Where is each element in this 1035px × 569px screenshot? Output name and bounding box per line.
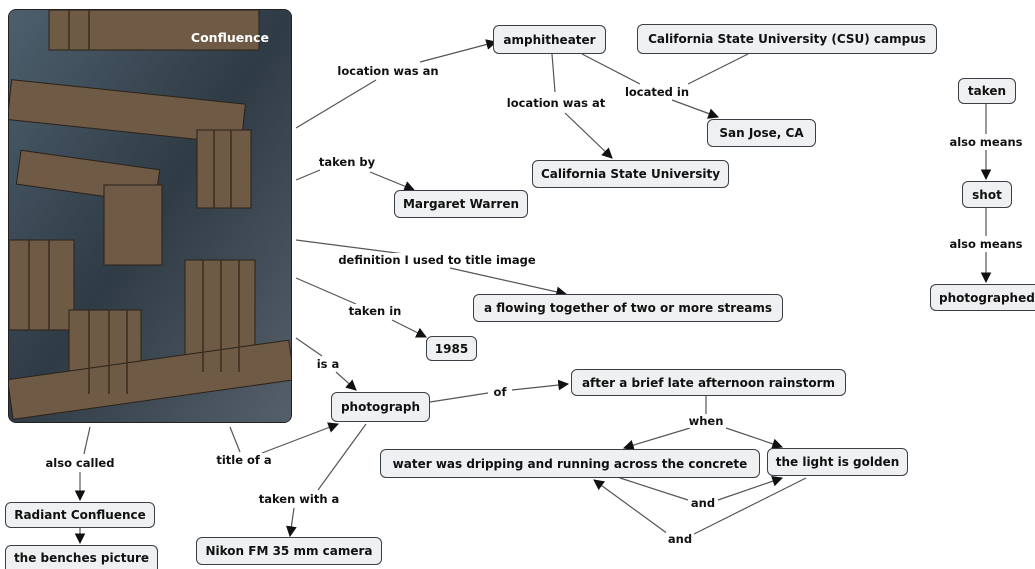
connector-to-photograph bbox=[335, 371, 357, 391]
node-shot[interactable]: shot bbox=[962, 181, 1012, 208]
label-also-means-1: also means bbox=[947, 135, 1025, 149]
confluence-photo: Confluence bbox=[8, 9, 292, 423]
label-also-means-2: also means bbox=[947, 237, 1025, 251]
photo-image bbox=[9, 10, 291, 422]
connector-photo-isa bbox=[295, 337, 323, 357]
connector-to-margaret bbox=[369, 171, 415, 192]
connector-titleofa-photograph bbox=[261, 422, 340, 454]
connector-to-rainstorm bbox=[511, 379, 570, 391]
label-definition: definition I used to title image bbox=[336, 253, 538, 267]
connector-to-flowing bbox=[449, 267, 568, 298]
connector-to-water bbox=[622, 427, 691, 451]
connector-amphi-locatedin bbox=[581, 53, 641, 85]
connector-to-nikon bbox=[286, 507, 297, 538]
node-radiant-confluence[interactable]: Radiant Confluence bbox=[5, 502, 155, 528]
connector-photo-alsocalled bbox=[83, 426, 91, 455]
connector-photograph-takenwith bbox=[317, 423, 367, 491]
label-taken-with-a: taken with a bbox=[256, 492, 342, 506]
label-location-was-an: location was an bbox=[335, 64, 441, 78]
node-benches-picture[interactable]: the benches picture bbox=[5, 545, 158, 569]
node-flowing-definition[interactable]: a flowing together of two or more stream… bbox=[473, 294, 783, 322]
connector-to-sanjose bbox=[671, 99, 720, 119]
node-photograph[interactable]: photograph bbox=[331, 392, 430, 422]
node-photographed[interactable]: photographed bbox=[930, 284, 1035, 311]
node-water-dripping[interactable]: water was dripping and running across th… bbox=[380, 449, 760, 478]
connector-light-and bbox=[693, 477, 807, 535]
node-year-1985[interactable]: 1985 bbox=[426, 336, 477, 361]
node-amphitheater[interactable]: amphitheater bbox=[493, 25, 606, 54]
node-san-jose[interactable]: San Jose, CA bbox=[707, 119, 816, 147]
label-also-called: also called bbox=[43, 456, 117, 470]
node-csu-campus[interactable]: California State University (CSU) campus bbox=[637, 24, 937, 54]
connector-amphi-locationat bbox=[551, 53, 556, 93]
connector-photograph-of bbox=[429, 392, 489, 403]
photo-title: Confluence bbox=[190, 30, 269, 45]
connector-to-1985 bbox=[391, 319, 427, 338]
label-and-lower: and bbox=[665, 532, 695, 546]
connector-to-amphitheater bbox=[419, 39, 498, 63]
connector-photo-takenby bbox=[295, 169, 321, 181]
node-rainstorm[interactable]: after a brief late afternoon rainstorm bbox=[571, 369, 846, 396]
label-when: when bbox=[686, 414, 726, 428]
label-taken-in: taken in bbox=[346, 304, 404, 318]
connector-and-water bbox=[593, 479, 669, 535]
connector-photo-takenin bbox=[295, 277, 357, 305]
label-is-a: is a bbox=[314, 357, 342, 371]
connector-photo-titleofa bbox=[229, 426, 241, 453]
connector-campus-locatedin bbox=[687, 53, 749, 85]
connector-to-light bbox=[725, 427, 784, 449]
connector-and-light bbox=[717, 476, 784, 501]
label-location-was-at: location was at bbox=[504, 96, 608, 110]
connector-photo-location bbox=[295, 79, 377, 129]
label-and-upper: and bbox=[688, 496, 718, 510]
label-located-in: located in bbox=[622, 85, 692, 99]
label-title-of-a: title of a bbox=[214, 453, 274, 467]
label-taken-by: taken by bbox=[316, 155, 378, 169]
node-margaret-warren[interactable]: Margaret Warren bbox=[394, 190, 528, 218]
label-of: of bbox=[491, 385, 509, 399]
connector-water-and bbox=[619, 477, 689, 501]
node-taken[interactable]: taken bbox=[958, 78, 1016, 104]
node-nikon-camera[interactable]: Nikon FM 35 mm camera bbox=[196, 537, 382, 565]
node-california-state-university[interactable]: California State University bbox=[532, 160, 729, 188]
connector-to-csu bbox=[564, 112, 613, 159]
node-light-golden[interactable]: the light is golden bbox=[767, 448, 908, 476]
